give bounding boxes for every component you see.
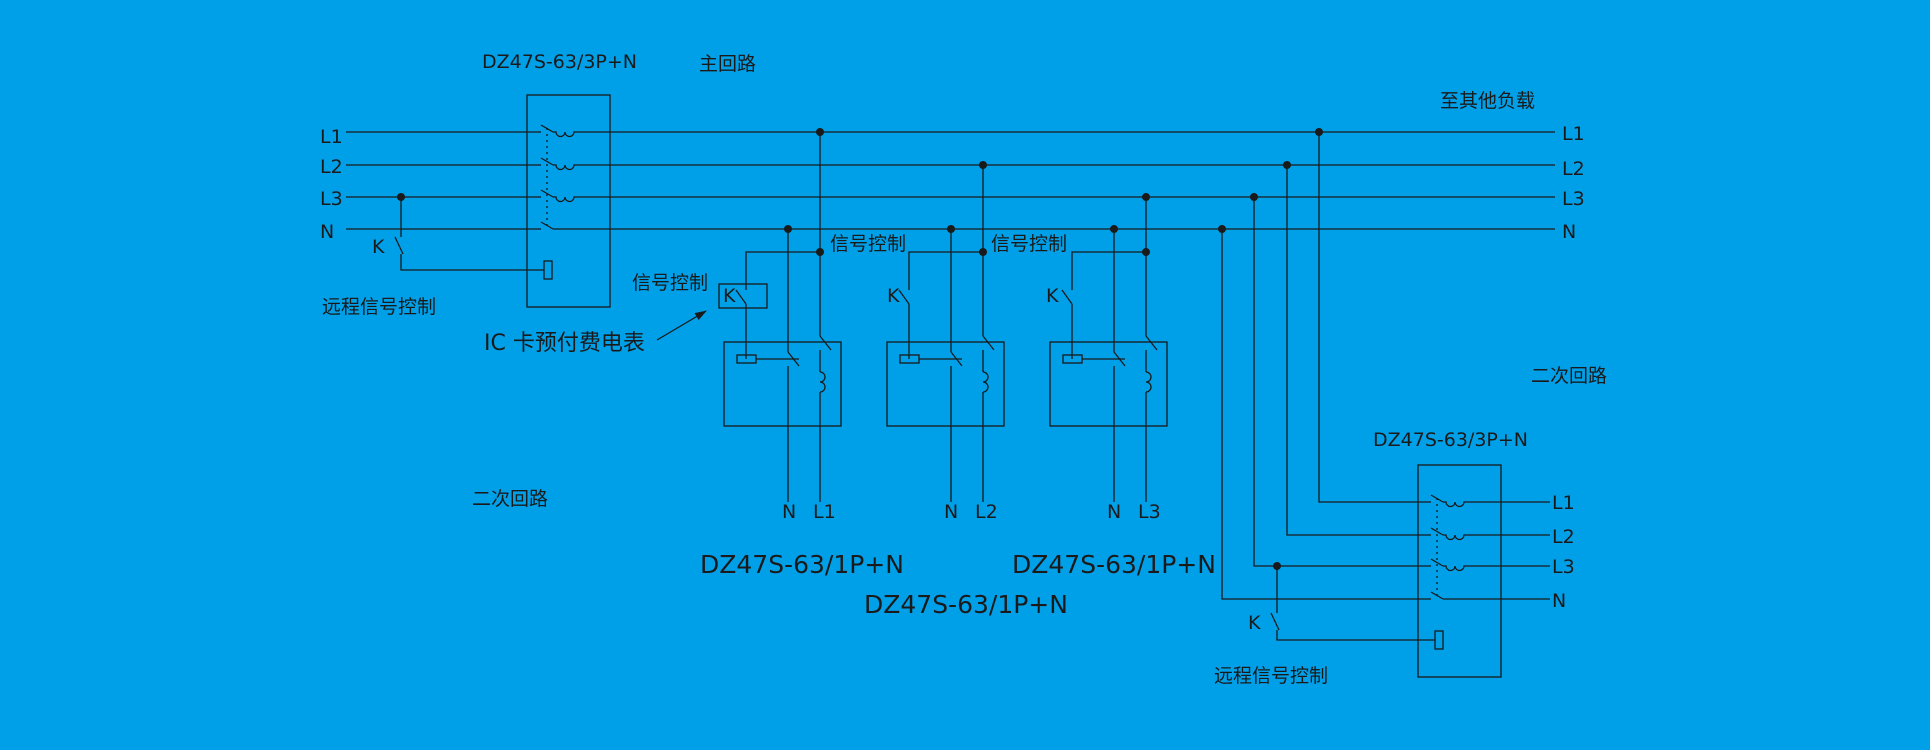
main-breaker-model: DZ47S-63/3P+N: [482, 51, 637, 73]
left-secondary-circuit-label: 二次回路: [472, 488, 548, 510]
branch-1-neutral-label: N: [782, 501, 796, 523]
secondary-breaker-pole-n: [1430, 591, 1550, 600]
junction-dots: [397, 128, 1323, 570]
bus-label-right-l1: L1: [1562, 123, 1585, 145]
branch-1-phase-label: L1: [813, 501, 836, 523]
branch-2-meter-box: [886, 341, 1005, 427]
main-breaker-pole-l2: [538, 157, 588, 171]
branch-2-phase-label: L2: [975, 501, 998, 523]
main-breaker-shunt-coil: [543, 260, 553, 280]
secondary-output-l3: L3: [1552, 556, 1575, 578]
branch-1-signal-relay: [718, 283, 768, 309]
branch-1-signal-label: 信号控制: [632, 272, 708, 294]
secondary-breaker-shunt-coil: [1434, 630, 1444, 650]
main-breaker-box: [526, 94, 611, 308]
bus-label-left-l2: L2: [320, 156, 343, 178]
secondary-circuit-title: 二次回路: [1531, 365, 1607, 387]
branch-3-neutral-label: N: [1107, 501, 1121, 523]
branch-2: [886, 165, 1005, 502]
branch-3-k-label: K: [1046, 285, 1059, 307]
main-breaker-pole-l3: [538, 189, 588, 203]
branch-2-neutral-label: N: [944, 501, 958, 523]
secondary-breaker-pole-l2: [1430, 527, 1550, 541]
bus-label-right-l3: L3: [1562, 188, 1585, 210]
branch-3-breaker-model: DZ47S-63/1P+N: [1012, 550, 1216, 579]
secondary-remote-switch: [1270, 566, 1435, 641]
secondary-k-label: K: [1248, 612, 1261, 634]
bus-label-right-l2: L2: [1562, 158, 1585, 180]
branch-1: [718, 132, 842, 502]
branch-1-k-label: K: [723, 285, 736, 307]
secondary-output-n: N: [1552, 590, 1566, 612]
bus-label-left-l3: L3: [320, 188, 343, 210]
branch-2-signal-label: 信号控制: [830, 233, 906, 255]
bus-label-left-l1: L1: [320, 126, 343, 148]
main-buses: [346, 131, 1555, 230]
secondary-remote-signal-label: 远程信号控制: [1214, 665, 1328, 687]
branch-2-k-label: K: [887, 285, 900, 307]
main-breaker: [526, 94, 611, 308]
branch-3-signal-label: 信号控制: [991, 233, 1067, 255]
branch-1-meter-box: [723, 341, 842, 427]
secondary-breaker-model: DZ47S-63/3P+N: [1373, 429, 1528, 451]
bus-label-right-n: N: [1562, 221, 1576, 243]
secondary-breaker-pole-l1: [1430, 494, 1550, 508]
secondary-output-l1: L1: [1552, 492, 1575, 514]
secondary-breaker-box: [1417, 464, 1502, 678]
bus-label-left-n: N: [320, 221, 334, 243]
main-remote-signal-label: 远程信号控制: [322, 296, 436, 318]
secondary-output-l2: L2: [1552, 526, 1575, 548]
main-breaker-pole-l1: [538, 124, 588, 138]
branch-3-meter-box: [1049, 341, 1168, 427]
main-circuit-title: 主回路: [699, 53, 756, 75]
main-breaker-pole-n: [538, 221, 588, 230]
secondary-breaker-pole-l3: [1430, 558, 1550, 572]
branch-3: [1049, 197, 1168, 502]
secondary-breaker: [1417, 464, 1550, 678]
branch-1-breaker-model: DZ47S-63/1P+N: [700, 550, 904, 579]
branch-3-phase-label: L3: [1138, 501, 1161, 523]
main-remote-switch: [394, 197, 544, 271]
ic-meter-label: IC 卡预付费电表: [484, 331, 645, 356]
branch-2-breaker-model: DZ47S-63/1P+N: [864, 590, 1068, 619]
ic-meter-arrow: [656, 310, 707, 341]
to-other-loads-label: 至其他负载: [1440, 90, 1535, 112]
main-k-label: K: [372, 236, 385, 258]
secondary-feeders: [1221, 132, 1431, 600]
